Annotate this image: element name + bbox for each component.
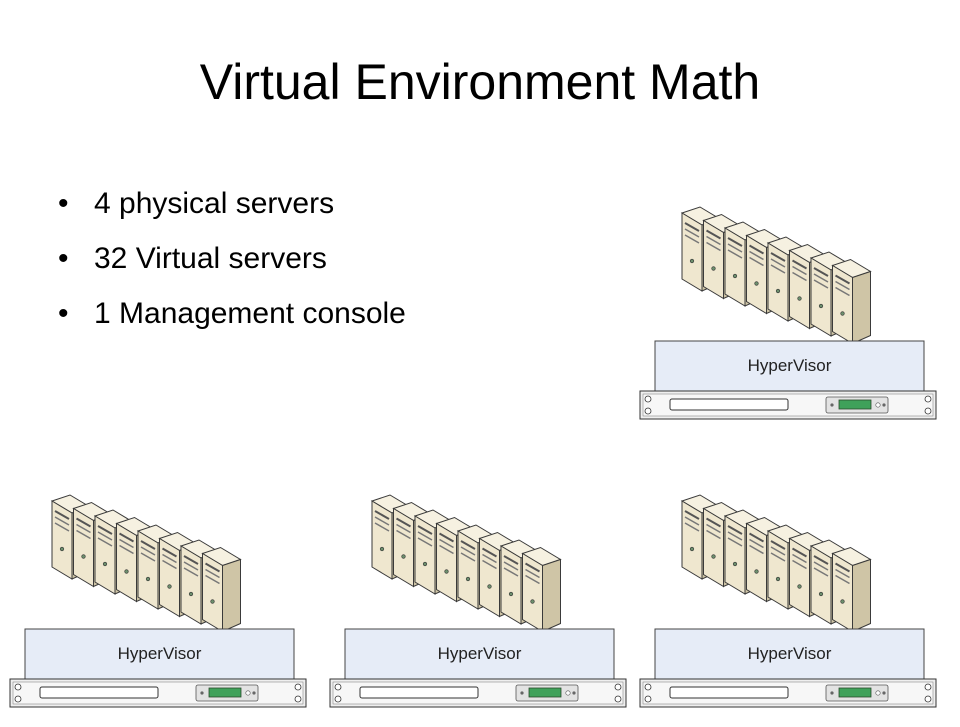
physical-host-2: HyperVisor — [9, 487, 330, 727]
bullet-text: 4 physical servers — [94, 186, 335, 220]
tower-server-icon — [521, 546, 562, 633]
bullet-list: •4 physical servers •32 Virtual servers … — [58, 176, 406, 341]
bullet-dot-icon: • — [58, 296, 69, 330]
rack-server-icon — [639, 678, 937, 708]
tower-server-icon — [831, 546, 872, 633]
tower-server-icon — [831, 258, 872, 345]
virtual-server-stack — [9, 494, 307, 708]
hypervisor-label: HyperVisor — [117, 644, 202, 663]
bullet-item: • 1 Management console — [58, 286, 406, 341]
hypervisor-label: HyperVisor — [437, 644, 522, 663]
hypervisor-label: HyperVisor — [747, 644, 832, 663]
bullet-item: • 4 physical servers — [58, 176, 406, 231]
virtual-server-stack — [329, 494, 627, 708]
rack-server-icon — [329, 678, 627, 708]
physical-host-1: HyperVisor — [639, 199, 960, 439]
tower-server-icon — [201, 546, 242, 633]
hypervisor-box — [344, 628, 615, 680]
virtual-server-stack — [639, 206, 937, 420]
physical-host-3: HyperVisor — [329, 487, 650, 727]
bullet-text: 1 Management console — [94, 296, 406, 330]
bullet-item: • 32 Virtual servers — [58, 231, 406, 286]
virtual-server-stack — [639, 494, 937, 708]
bullet-dot-icon: • — [58, 241, 69, 275]
slide-title: Virtual Environment Math — [199, 54, 761, 110]
hypervisor-box — [654, 340, 925, 392]
physical-host-4: HyperVisor — [639, 487, 960, 727]
rack-server-icon — [9, 678, 307, 708]
bullet-text: 32 Virtual servers — [94, 241, 327, 275]
hypervisor-label: HyperVisor — [747, 356, 832, 375]
hypervisor-box — [654, 628, 925, 680]
bullet-dot-icon: • — [58, 186, 69, 220]
rack-server-icon — [639, 390, 937, 420]
